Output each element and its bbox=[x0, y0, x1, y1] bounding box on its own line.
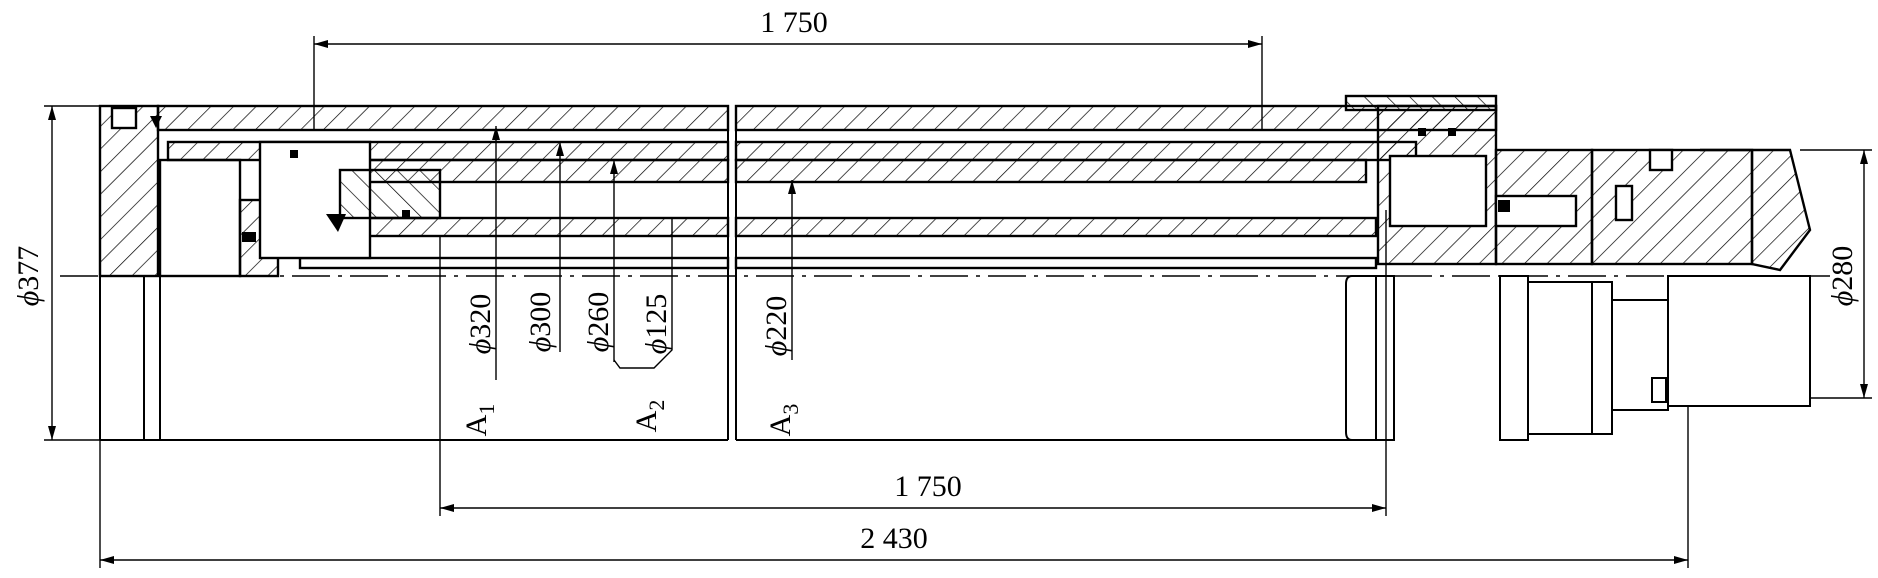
gland-step bbox=[1375, 275, 1395, 441]
piston-seal-mark bbox=[326, 214, 346, 232]
dim-top-length: 1 750 bbox=[760, 6, 828, 39]
label-dia-260: ϕ260 bbox=[582, 292, 615, 353]
svg-text:A1: A1 bbox=[460, 404, 499, 437]
middle-tube-left bbox=[166, 140, 730, 162]
external-view bbox=[99, 275, 1811, 441]
front-gland-bore bbox=[1388, 154, 1488, 228]
dim-bottom-length: 1 750 bbox=[894, 470, 962, 503]
svg-text:A2: A2 bbox=[630, 400, 669, 433]
rod-strip-right bbox=[734, 256, 1378, 270]
rear-port-plug bbox=[110, 106, 138, 130]
dim-overall-length: 2 430 bbox=[860, 522, 928, 555]
rod-neck bbox=[1591, 281, 1613, 435]
piston-ring-3 bbox=[402, 210, 410, 218]
dim-dia-377-label: ϕ377 bbox=[12, 246, 45, 307]
piston-seal-pack bbox=[338, 168, 442, 220]
front-ring-2 bbox=[1448, 128, 1456, 136]
dim-dia-280: 280 bbox=[1826, 246, 1859, 291]
rod-end-bolt bbox=[1648, 148, 1674, 172]
piston-ring-2 bbox=[290, 150, 298, 158]
plunger-wall-left bbox=[338, 216, 730, 238]
dia-symbol: ϕ bbox=[12, 291, 45, 307]
middle-tube-right bbox=[734, 140, 1418, 162]
label-dia-320: ϕ320 bbox=[464, 294, 497, 355]
leader-dia-125 bbox=[613, 218, 673, 369]
dim-dia-125: 125 bbox=[640, 294, 673, 339]
label-area-a1: A1 bbox=[460, 404, 499, 437]
rod-end bbox=[1611, 299, 1669, 411]
rear-end-cap bbox=[98, 104, 160, 278]
svg-text:ϕ260: ϕ260 bbox=[582, 292, 615, 353]
svg-text:ϕ220: ϕ220 bbox=[760, 296, 793, 357]
svg-text:ϕ300: ϕ300 bbox=[524, 292, 557, 353]
rod-eye bbox=[1667, 275, 1811, 407]
front-ring-1 bbox=[1418, 128, 1426, 136]
front-gland-flange bbox=[1344, 94, 1498, 112]
plunger-wall-right bbox=[734, 216, 1378, 238]
label-area-a2: A2 bbox=[630, 400, 669, 433]
label-area-a3: A3 bbox=[764, 404, 803, 437]
gland-outline bbox=[1345, 275, 1376, 441]
rod-end-cap bbox=[1700, 148, 1812, 272]
dim-dia-320: 320 bbox=[464, 294, 497, 339]
front-seal-mark bbox=[1498, 200, 1510, 212]
dim-dia-260: 260 bbox=[582, 292, 615, 337]
inner-tube-right bbox=[734, 158, 1368, 184]
dim-dia-377: 377 bbox=[12, 246, 45, 291]
label-dia-220: ϕ220 bbox=[760, 296, 793, 357]
svg-text:ϕ377: ϕ377 bbox=[12, 246, 45, 307]
dim-dia-220: 220 bbox=[760, 296, 793, 341]
rod-strip-left bbox=[298, 256, 730, 270]
piston-ring-1 bbox=[242, 232, 256, 242]
outer-barrel-left bbox=[156, 104, 730, 132]
label-dia-300: ϕ300 bbox=[524, 292, 557, 353]
svg-text:ϕ280: ϕ280 bbox=[1826, 246, 1859, 307]
dimensions: 1 750 1 750 2 430 ϕ377 ϕ280 bbox=[12, 6, 1872, 568]
rod-end-pin bbox=[1614, 184, 1634, 222]
dim-dia-280-label: ϕ280 bbox=[1826, 246, 1859, 307]
rod-eye-bolt bbox=[1651, 377, 1667, 403]
collar-step bbox=[1527, 281, 1593, 435]
cylinder-section bbox=[98, 94, 1812, 440]
svg-text:ϕ320: ϕ320 bbox=[464, 294, 497, 355]
svg-text:ϕ125: ϕ125 bbox=[640, 294, 673, 355]
rear-cap-bore bbox=[158, 158, 242, 278]
svg-text:A3: A3 bbox=[764, 404, 803, 437]
dim-dia-300: 300 bbox=[524, 292, 557, 337]
label-dia-125: ϕ125 bbox=[640, 294, 673, 355]
collar-outline bbox=[1499, 275, 1529, 441]
